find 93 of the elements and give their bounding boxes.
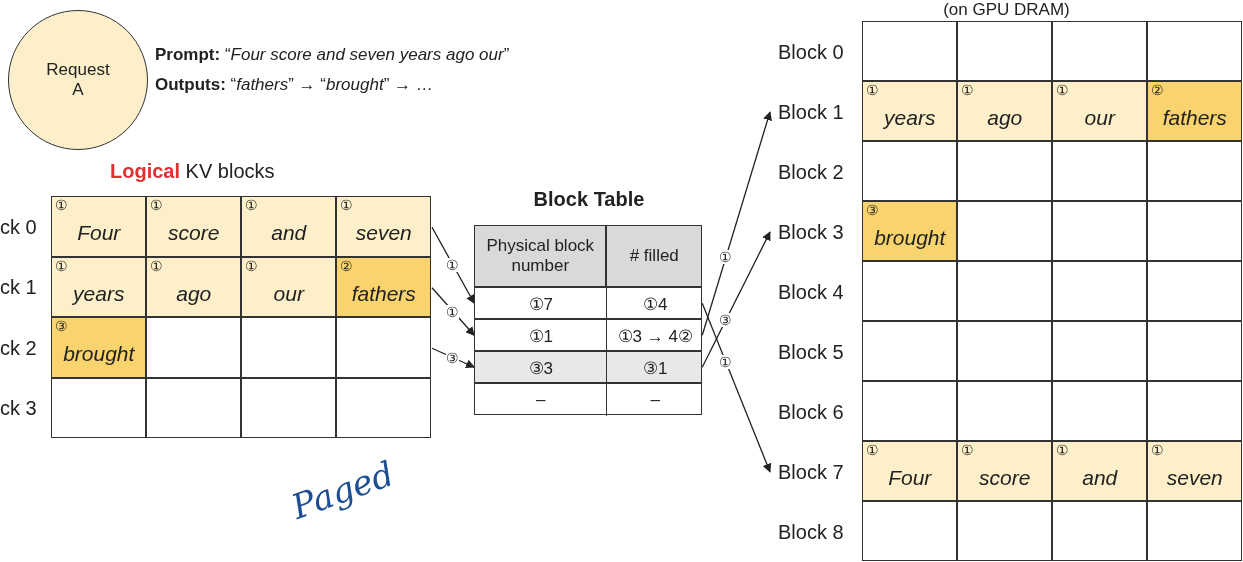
block-cell [146,317,242,378]
block-cell: ① years [862,81,958,142]
edge-label: ③ [446,350,460,365]
block-cell [957,501,1053,562]
table-cell: – [607,384,704,417]
table-cell: ①4 [607,288,704,321]
block-cell [1052,21,1148,82]
table-header-cell: # filled [606,225,703,288]
block-cell [862,321,958,382]
block-cell: ② fathers [1147,81,1243,142]
block-cell [51,377,147,439]
block-cell: ① seven [336,196,432,257]
edge-label: ③ [718,312,732,327]
table-row [474,319,703,352]
row-label: ck 0 [0,214,37,240]
caption-text: Prompt: “Four score and seven years ago our” [155,45,510,65]
block-cell [957,261,1053,322]
table-cell: – [475,384,608,417]
block-cell [1052,261,1148,322]
row-label: ck 2 [0,335,37,361]
block-cell [862,501,958,562]
caption-text: Outputs: “fathers” → “brought” → … [155,75,433,95]
block-cell [1147,321,1243,382]
grid-title: (on GPU DRAM) [942,0,1071,20]
row-label: Block 8 [778,519,844,545]
block-cell: ① our [241,256,337,318]
block-cell: ① seven [1147,441,1243,502]
block-cell [1052,321,1148,382]
edge-label: ① [446,304,460,319]
block-cell [957,201,1053,262]
table-row [474,287,703,320]
block-cell: ① Four [51,196,147,257]
row-label: Block 3 [778,219,844,245]
block-cell [1052,141,1148,202]
block-cell [862,381,958,442]
table-header-cell: Physical block number [474,225,607,288]
arrow [431,347,476,369]
request-circle: Request A [8,10,148,150]
row-label: Block 7 [778,459,844,485]
block-cell: ① Four [862,441,958,502]
block-cell [1147,381,1243,442]
arrow [701,111,772,336]
arrow [431,226,475,305]
table-row [474,351,703,384]
table-row [474,383,703,416]
block-cell [1147,261,1243,322]
block-cell: ① years [51,256,147,318]
row-label: Block 2 [778,159,844,185]
block-cell: ③ brought [862,201,958,262]
arrow [701,302,772,473]
block-cell [957,321,1053,382]
block-cell [957,381,1053,442]
grid-title: Logical KV blocks [110,160,275,183]
row-label: Block 4 [778,279,844,305]
block-cell [862,141,958,202]
arrow [701,231,771,368]
block-cell [1147,501,1243,562]
table-cell: ①3 → 4② [607,320,704,353]
table-title: Block Table [532,188,646,211]
block-cell [336,377,432,439]
block-cell [957,21,1053,82]
block-cell: ① ago [957,81,1053,142]
block-cell [1147,21,1243,82]
block-cell [862,21,958,82]
block-cell: ③ brought [51,317,147,378]
block-cell [146,377,242,439]
row-label: ck 1 [0,275,37,301]
edge-label: ① [718,355,732,370]
block-cell [241,377,337,439]
block-cell: ① ago [146,256,242,318]
row-label: Block 5 [778,339,844,365]
block-cell: ② fathers [336,256,432,318]
block-cell [1052,201,1148,262]
row-label: Block 6 [778,399,844,425]
block-cell [957,141,1053,202]
row-label: Block 0 [778,39,844,65]
block-cell: ① score [146,196,242,257]
block-cell: ① our [1052,81,1148,142]
block-cell [1052,381,1148,442]
block-cell: ① score [957,441,1053,502]
block-cell: ① and [241,196,337,257]
row-label: ck 3 [0,396,37,422]
block-cell [241,317,337,378]
block-cell [1052,501,1148,562]
block-cell: ① and [1052,441,1148,502]
edge-label: ① [718,250,732,265]
row-label: Block 1 [778,99,844,125]
edge-label: ① [446,258,460,273]
block-cell [1147,141,1243,202]
block-cell [336,317,432,378]
table-cell: ③1 [607,352,704,385]
block-cell [1147,201,1243,262]
block-cell [862,261,958,322]
